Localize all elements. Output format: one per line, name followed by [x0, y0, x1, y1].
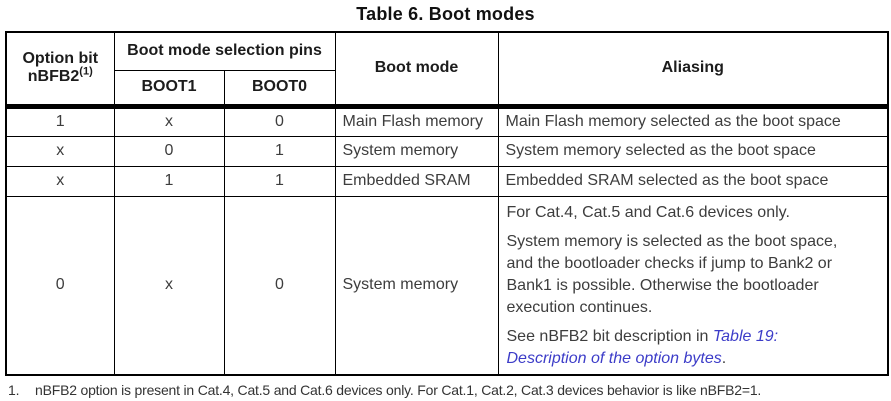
- table-19-link[interactable]: Table 19: Description of the option byte…: [506, 327, 779, 367]
- cell-nbfb2: 0: [5, 195, 115, 375]
- header-option-bit: Option bit nBFB2(1): [5, 31, 115, 109]
- cell-aliasing: System memory selected as the boot space: [497, 135, 889, 167]
- table-row: x 0 1 System memory System memory select…: [5, 135, 889, 167]
- cell-boot0: 1: [223, 135, 336, 167]
- header-aliasing: Aliasing: [497, 31, 889, 109]
- cell-boot1: x: [113, 105, 225, 137]
- header-selection-pins: Boot mode selection pins: [113, 31, 336, 71]
- header-boot-mode: Boot mode: [334, 31, 499, 109]
- aliasing-paragraph: System memory is selected as the boot sp…: [506, 232, 838, 316]
- cell-boot0: 0: [223, 195, 336, 375]
- cell-nbfb2: x: [5, 135, 115, 167]
- aliasing-paragraph: For Cat.4, Cat.5 and Cat.6 devices only.: [506, 203, 790, 221]
- table-row: x 1 1 Embedded SRAM Embedded SRAM select…: [5, 165, 889, 197]
- cell-boot0: 0: [223, 105, 336, 137]
- cell-boot-mode: System memory: [334, 195, 499, 375]
- header-boot1: BOOT1: [113, 69, 225, 109]
- cell-boot1: 0: [113, 135, 225, 167]
- header-boot0: BOOT0: [223, 69, 336, 109]
- footnote-text: nBFB2 option is present in Cat.4, Cat.5 …: [35, 381, 762, 398]
- cell-boot1: x: [113, 195, 225, 375]
- cell-boot1: 1: [113, 165, 225, 197]
- cell-boot-mode: System memory: [334, 135, 499, 167]
- cell-aliasing: Main Flash memory selected as the boot s…: [497, 105, 889, 137]
- cell-boot-mode: Main Flash memory: [334, 105, 499, 137]
- cell-aliasing: Embedded SRAM selected as the boot space: [497, 165, 889, 197]
- cell-aliasing: For Cat.4, Cat.5 and Cat.6 devices only.…: [497, 195, 889, 375]
- table-row: 1 x 0 Main Flash memory Main Flash memor…: [5, 105, 889, 137]
- header-row-top: Option bit nBFB2(1) Boot mode selection …: [5, 31, 889, 109]
- cell-boot0: 1: [223, 165, 336, 197]
- cell-nbfb2: 1: [5, 105, 115, 137]
- footnote-ref-superscript: (1): [79, 65, 93, 78]
- cell-nbfb2: x: [5, 165, 115, 197]
- aliasing-paragraph: See nBFB2 bit description in Table 19: D…: [506, 327, 779, 367]
- header-option-bit-line2: nBFB2(1): [27, 65, 93, 86]
- footnote: 1. nBFB2 option is present in Cat.4, Cat…: [8, 382, 891, 398]
- cell-boot-mode: Embedded SRAM: [334, 165, 499, 197]
- table-title: Table 6. Boot modes: [356, 4, 535, 24]
- table-row: 0 x 0 System memory For Cat.4, Cat.5 and…: [5, 195, 889, 375]
- header-option-bit-line1: Option bit: [22, 50, 99, 68]
- boot-modes-table: Option bit nBFB2(1) Boot mode selection …: [5, 31, 889, 376]
- footnote-marker: 1.: [8, 381, 20, 398]
- header-row-sub: BOOT1 BOOT0: [6, 69, 888, 109]
